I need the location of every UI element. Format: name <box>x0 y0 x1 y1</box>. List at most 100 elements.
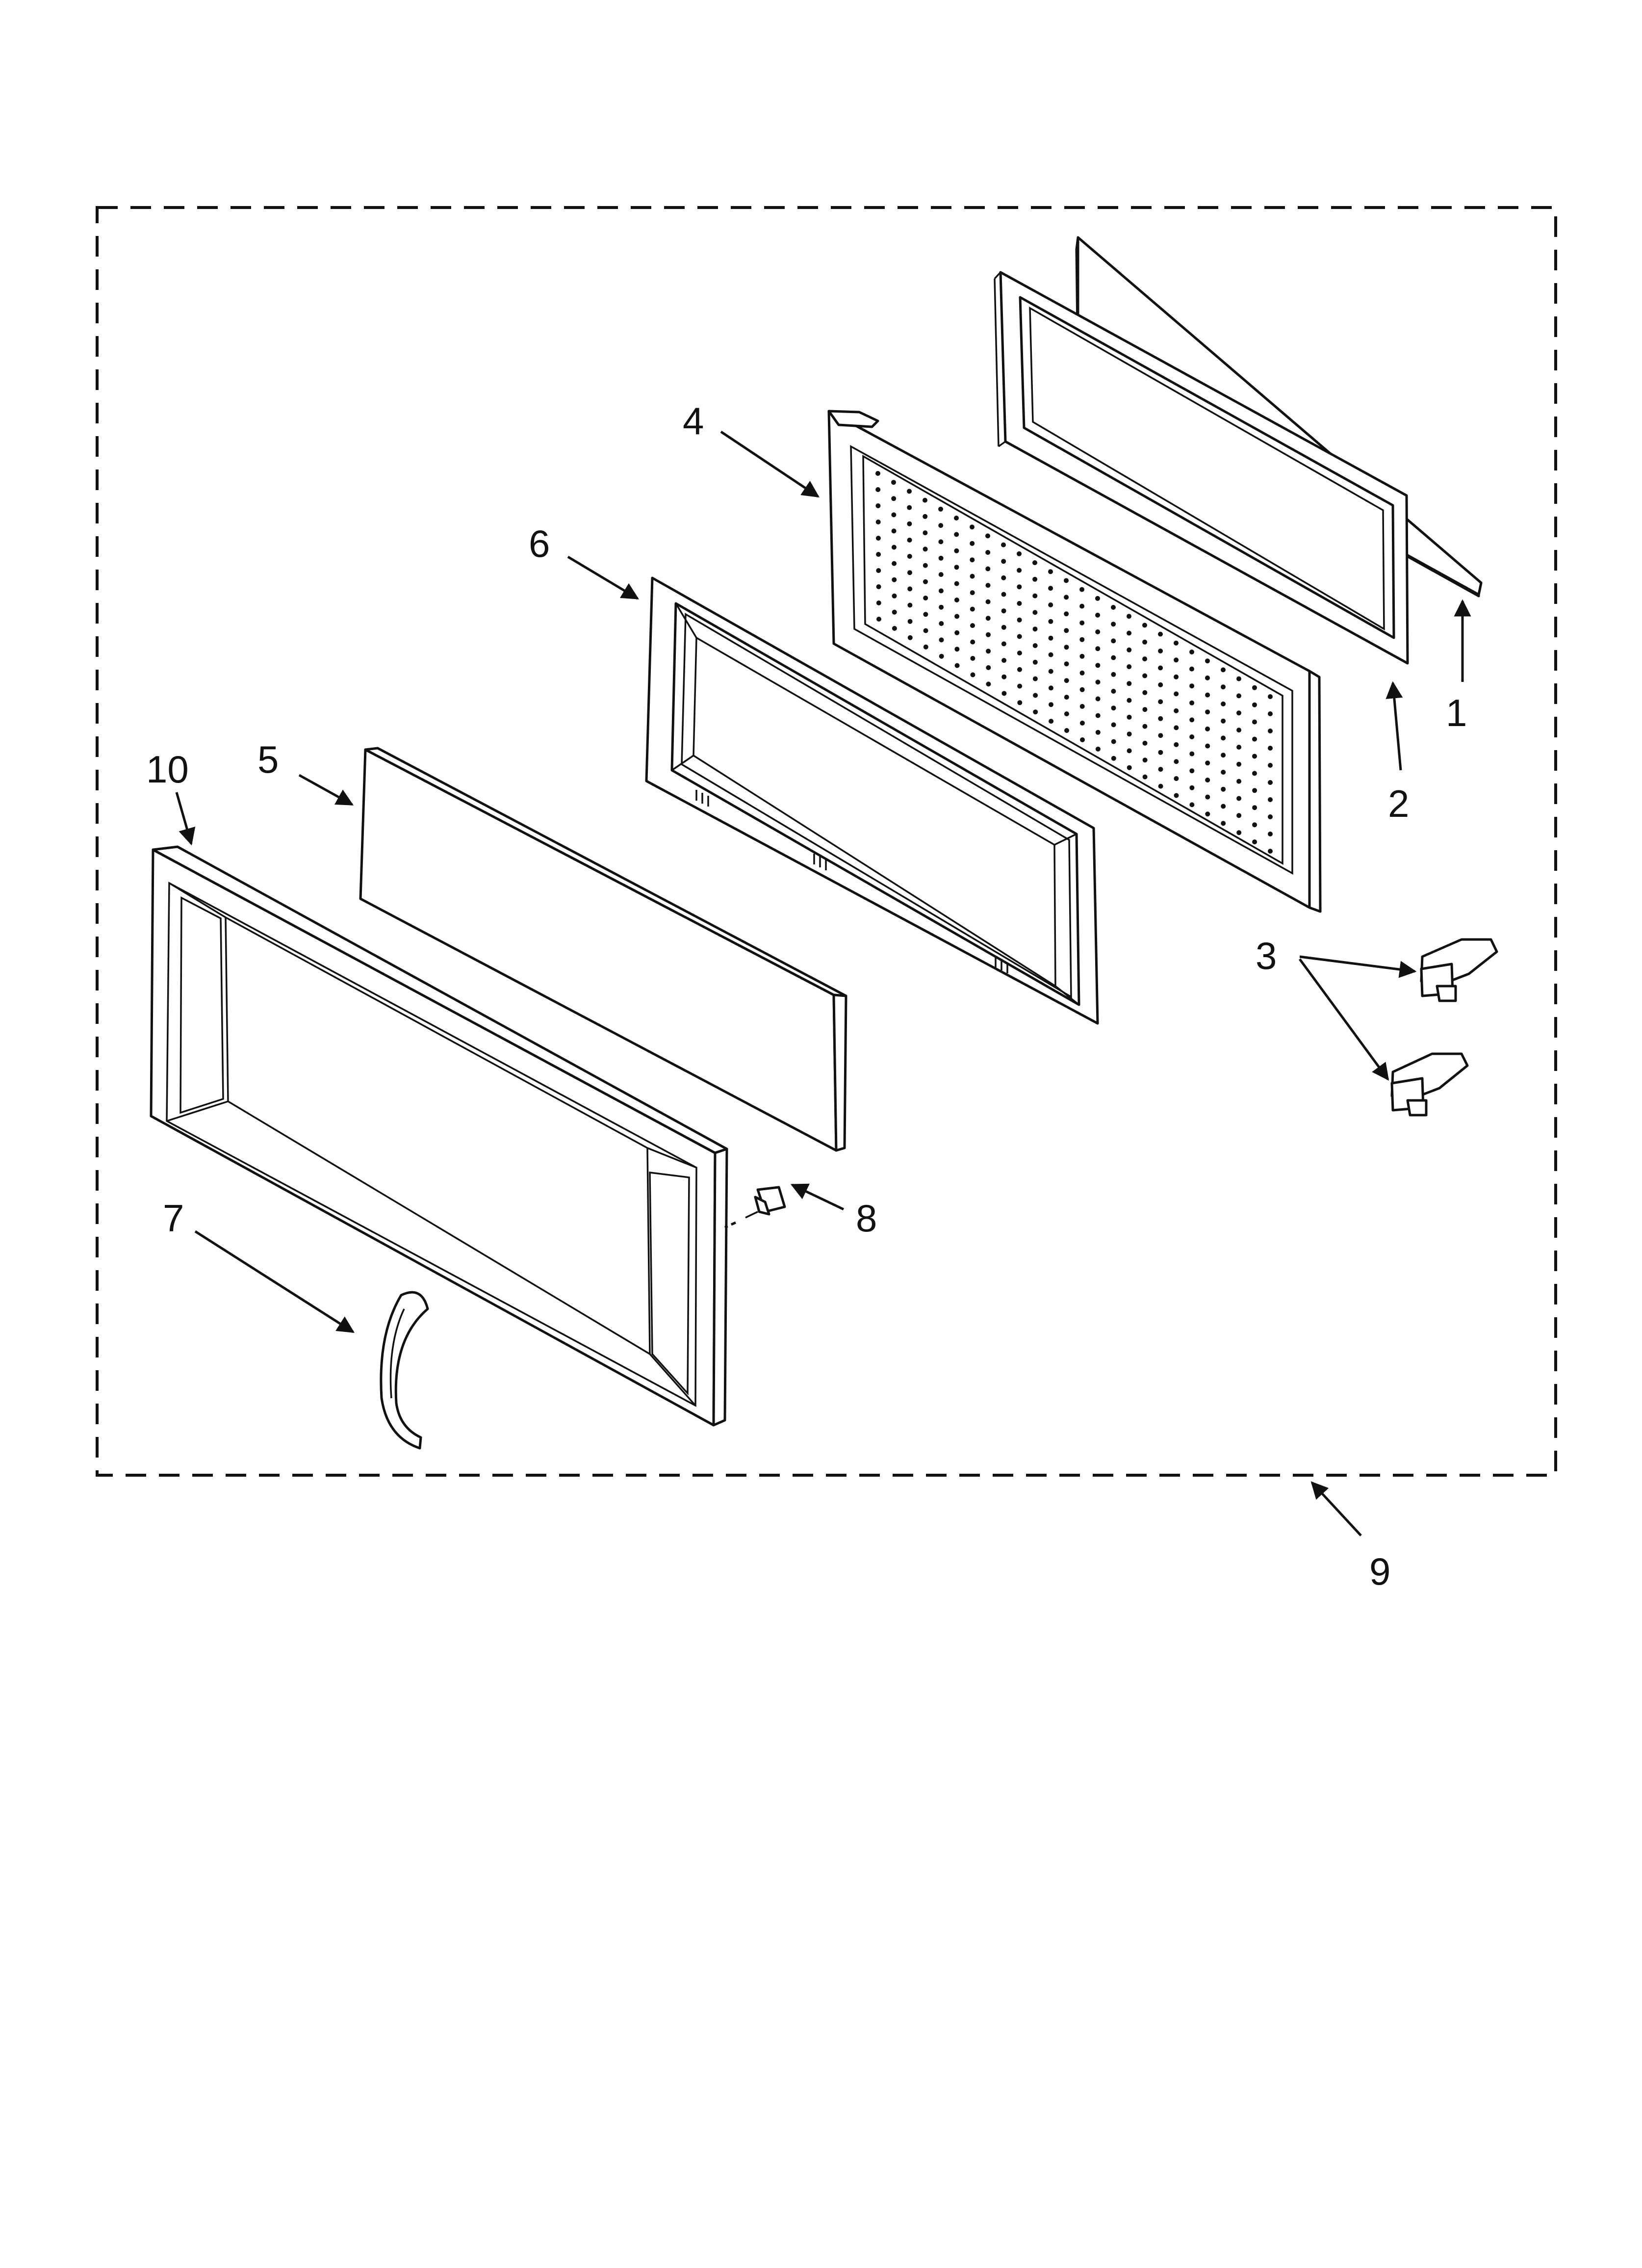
perforation-dot <box>1142 673 1148 678</box>
perforation-dot <box>1174 674 1179 679</box>
perforation-dot <box>1158 767 1163 772</box>
part-2-frame <box>994 271 1409 665</box>
part-8-screw <box>724 1186 786 1229</box>
perforation-dot <box>1064 645 1069 650</box>
perforation-dot <box>907 537 912 543</box>
perforation-dot <box>954 581 959 586</box>
perforation-dot <box>923 596 928 600</box>
perforation-dot <box>907 505 912 510</box>
perforation-dot <box>954 598 959 602</box>
perforation-dot <box>1189 666 1194 672</box>
perforation-dot <box>954 614 960 619</box>
callout-7: 7 <box>163 1197 184 1240</box>
perforation-dot <box>1158 665 1163 671</box>
perforation-dot <box>1079 603 1085 609</box>
perforation-dot <box>1033 693 1038 698</box>
perforation-dot <box>923 644 928 650</box>
perforation-dot <box>1111 622 1116 627</box>
perforation-dot <box>923 579 928 584</box>
perforation-dot <box>1032 643 1038 648</box>
perforation-dot <box>1158 750 1163 755</box>
perforation-dot <box>875 503 881 508</box>
leader-10 <box>175 792 196 846</box>
perforation-dot <box>1079 704 1085 709</box>
perforation-dot <box>1189 650 1194 654</box>
perforation-dot <box>1268 814 1273 819</box>
perforation-dot <box>1127 698 1132 703</box>
leader-9 <box>1310 1481 1362 1537</box>
perforation-dot <box>1142 690 1148 695</box>
perforation-dot <box>970 672 975 678</box>
perforation-dot <box>1174 640 1179 646</box>
perforation-dot <box>1001 641 1006 647</box>
perforation-dot <box>1017 568 1022 573</box>
perforation-dot <box>923 628 928 633</box>
perforation-dot <box>1064 728 1069 733</box>
perforation-dot <box>1064 678 1069 683</box>
perforation-dot <box>1142 656 1148 662</box>
perforation-dot <box>1205 658 1210 664</box>
perforation-dot <box>1236 745 1242 750</box>
perforation-dot <box>1032 610 1038 615</box>
perforation-dot <box>954 630 960 635</box>
perforation-dot <box>1127 664 1132 669</box>
perforation-dot <box>891 480 896 485</box>
callout-9: 9 <box>1369 1550 1390 1593</box>
perforation-dot <box>892 626 897 631</box>
perforation-dot <box>1079 720 1085 726</box>
perforation-dot <box>1095 646 1101 652</box>
perforation-dot <box>1048 685 1053 691</box>
leader-2 <box>1385 681 1403 771</box>
perforation-dot <box>876 584 881 589</box>
perforation-dot <box>1079 653 1085 659</box>
perforation-dot <box>1236 796 1242 801</box>
perforation-dot <box>1127 748 1132 754</box>
perforation-dot <box>1142 623 1147 628</box>
perforation-dot <box>1205 709 1210 715</box>
perforation-dot <box>1205 675 1210 680</box>
perforation-dot <box>907 570 912 575</box>
perforation-dot <box>1064 711 1069 717</box>
perforation-dot <box>1017 634 1022 639</box>
perforation-dot <box>1189 802 1195 808</box>
leader-4 <box>720 430 820 498</box>
perforation-dot <box>1189 768 1195 774</box>
perforation-dot <box>1064 595 1069 600</box>
perforation-dot <box>875 536 881 541</box>
perforation-dot <box>1048 602 1053 607</box>
perforation-dot <box>1221 667 1226 673</box>
perforation-dot <box>1205 760 1210 766</box>
perforation-dot <box>892 577 897 582</box>
perforation-dot <box>1252 736 1257 742</box>
perforation-dot <box>970 606 975 612</box>
perforation-dot <box>1048 619 1053 624</box>
perforation-dot <box>1205 692 1210 698</box>
part-3-latch-upper <box>1420 938 1498 1002</box>
perforation-dot <box>875 520 881 524</box>
perforation-dot <box>876 568 881 573</box>
perforation-dot <box>1252 771 1257 776</box>
perforation-dot <box>1095 746 1101 752</box>
perforation-dot <box>1001 592 1006 597</box>
perforation-dot <box>923 547 928 552</box>
perforation-dot <box>1174 742 1179 747</box>
perforation-dot <box>1236 710 1241 716</box>
perforation-dot <box>939 653 944 659</box>
perforation-dot <box>1079 620 1085 626</box>
perforation-dot <box>1127 630 1132 636</box>
perforation-dot <box>907 521 912 526</box>
perforation-dot <box>1095 696 1101 702</box>
perforation-dot <box>1189 751 1195 756</box>
perforation-dot <box>1221 684 1226 690</box>
perforation-dot <box>1252 839 1257 845</box>
perforation-dot <box>1048 569 1053 574</box>
part-10-door-frame <box>150 845 728 1427</box>
perforation-dot <box>1017 584 1022 590</box>
perforation-dot <box>1111 722 1116 728</box>
leader-6 <box>567 555 640 600</box>
perforation-dot <box>1095 612 1101 618</box>
perforation-dot <box>986 681 991 687</box>
perforation-dot <box>1001 674 1007 679</box>
perforation-dot <box>1268 729 1273 733</box>
perforation-dot <box>954 548 959 553</box>
